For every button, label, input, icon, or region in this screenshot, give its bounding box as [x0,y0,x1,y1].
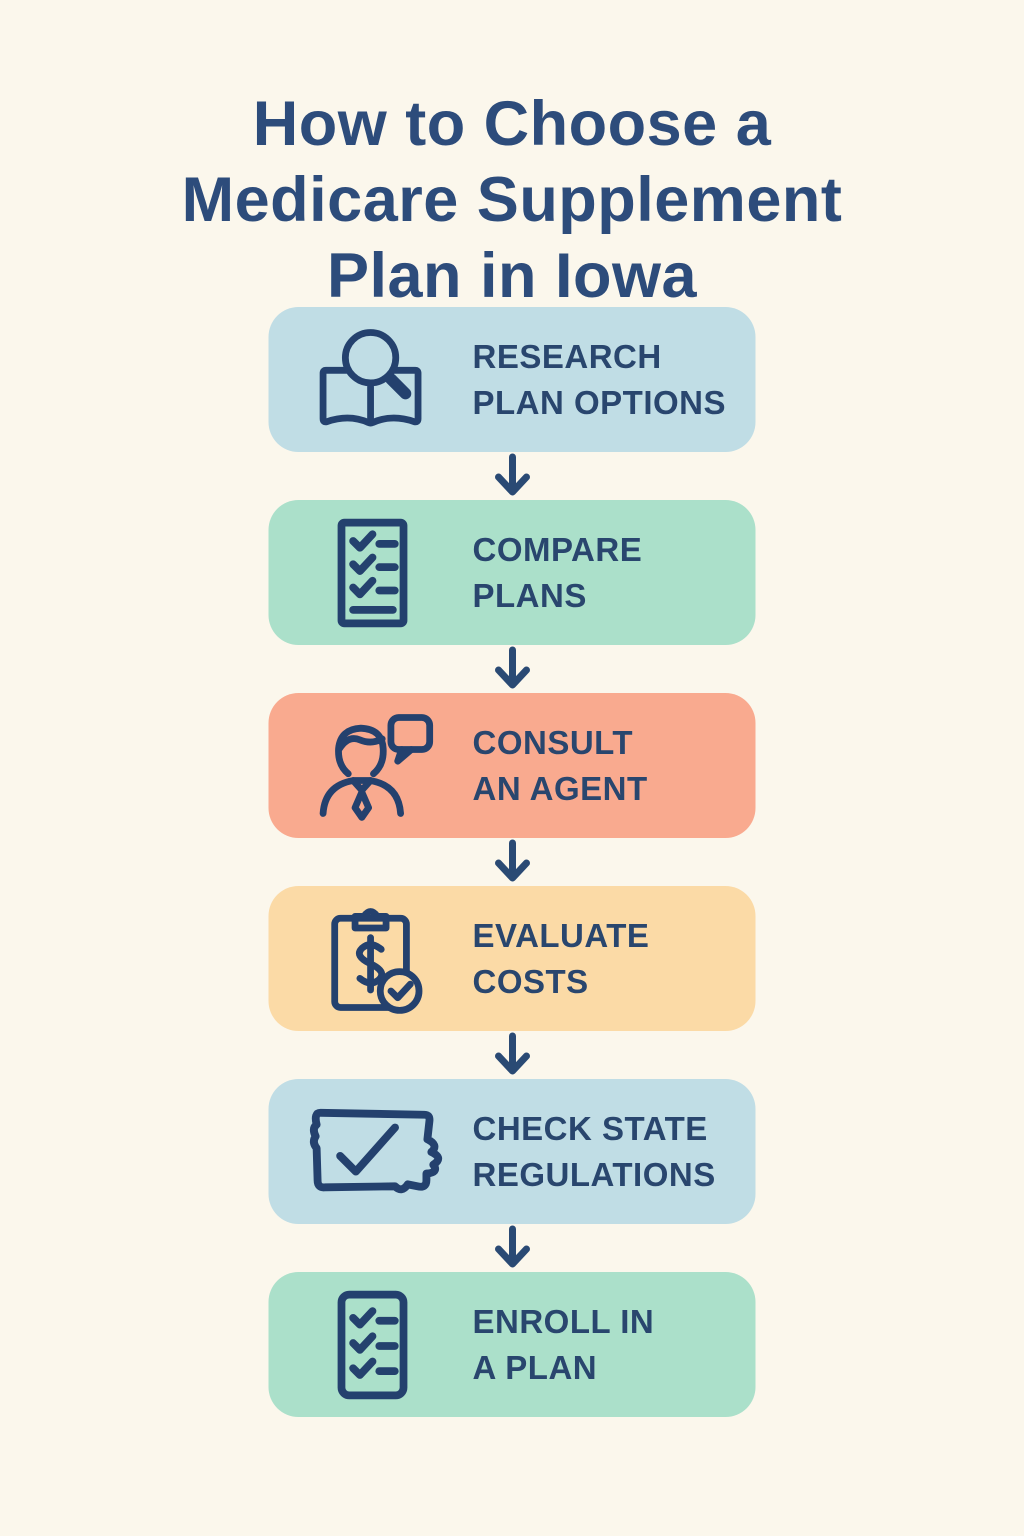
step-research-plan-options: RESEARCH PLAN OPTIONS [268,307,756,452]
checklist-icon [309,517,437,629]
book-magnifier-icon [309,324,437,436]
arrow-down-icon [269,452,756,500]
step-evaluate-costs: EVALUATE COSTS [268,886,756,1031]
iowa-check-icon [309,1096,443,1208]
step-label: CONSULT AN AGENT [472,723,648,807]
step-label: CHECK STATE REGULATIONS [472,1109,716,1193]
step-consult-an-agent: CONSULT AN AGENT [268,693,756,838]
page-title: How to Choose a Medicare Supplement Plan… [181,89,843,312]
arrow-down-icon [269,1031,756,1079]
arrow-down-icon [269,1224,756,1272]
arrow-down-icon [269,645,756,693]
step-compare-plans: COMPARE PLANS [268,500,756,645]
agent-speech-icon [309,710,437,822]
checklist-icon [309,1289,437,1401]
arrow-down-icon [269,838,756,886]
step-label: ENROLL IN A PLAN [472,1302,655,1386]
step-label: RESEARCH PLAN OPTIONS [472,337,727,421]
step-label: EVALUATE COSTS [472,916,650,1000]
step-label: COMPARE PLANS [472,530,643,614]
clipboard-dollar-icon [309,903,437,1015]
step-check-state-regulations: CHECK STATE REGULATIONS [268,1079,756,1224]
steps-flow: RESEARCH PLAN OPTIONS [268,307,756,1417]
step-enroll-in-a-plan: ENROLL IN A PLAN [268,1272,756,1417]
